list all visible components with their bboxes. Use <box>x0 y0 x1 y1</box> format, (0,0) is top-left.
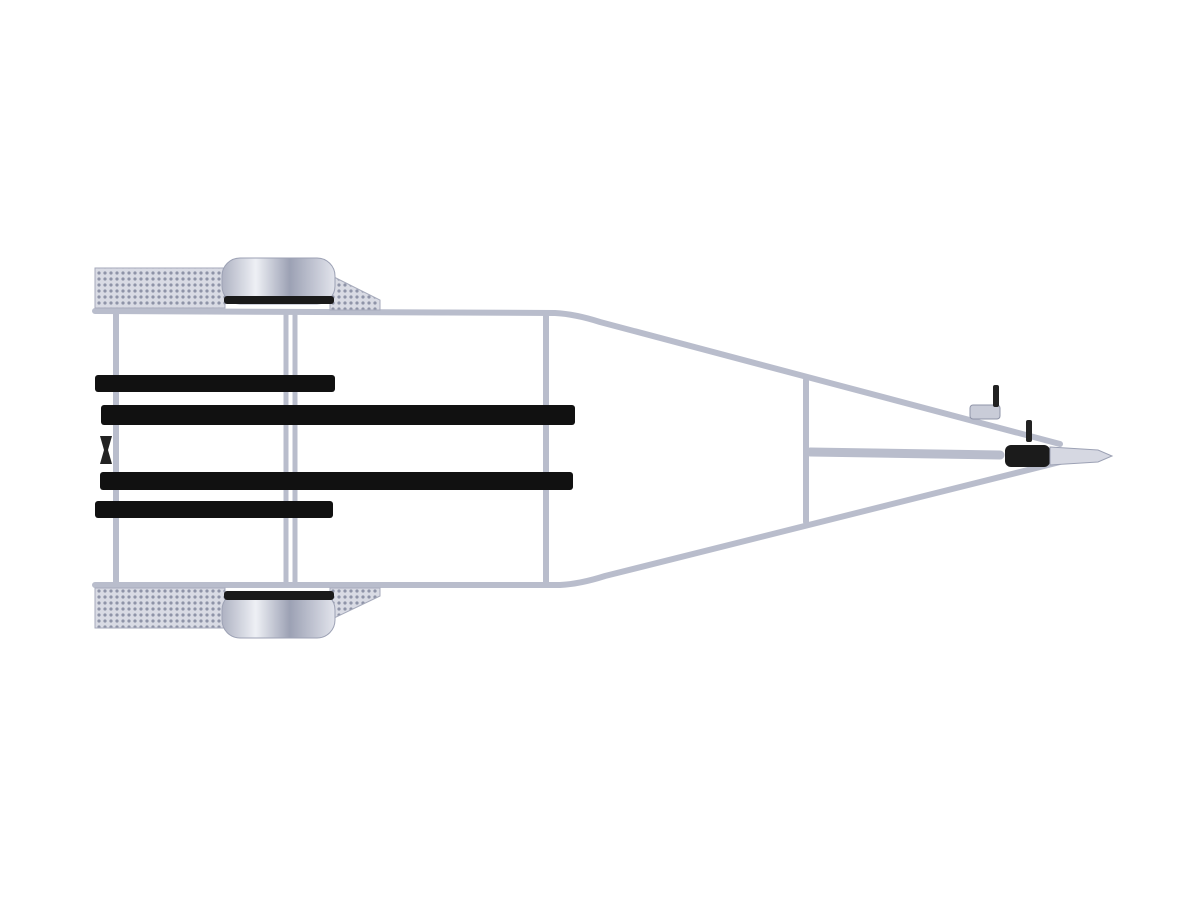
jack-handle <box>993 385 999 407</box>
frame <box>92 308 1063 588</box>
coupler <box>1049 446 1114 466</box>
tire <box>224 296 334 304</box>
tire <box>224 591 334 600</box>
top-fender <box>94 257 381 311</box>
tongue <box>805 447 1005 460</box>
winch <box>1005 445 1050 467</box>
bunks <box>95 375 575 518</box>
top-rail <box>92 308 1063 447</box>
bow-roller <box>100 436 112 464</box>
bunk <box>95 375 335 392</box>
bunk <box>100 472 573 490</box>
jack <box>969 404 1001 420</box>
winch-post <box>1026 420 1032 442</box>
bunk <box>101 405 575 425</box>
coupler-assembly <box>969 385 1114 467</box>
bottom-fender <box>94 587 381 639</box>
bunk <box>95 501 333 518</box>
bottom-rail <box>92 459 1063 588</box>
